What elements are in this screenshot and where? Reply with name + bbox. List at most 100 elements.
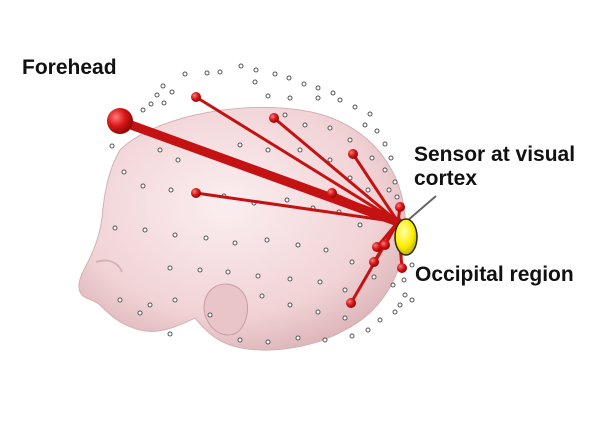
optode-dot xyxy=(225,269,231,275)
optode-dot xyxy=(287,95,293,101)
optode-dot xyxy=(327,125,333,131)
optode-dot xyxy=(147,302,153,308)
optode-dot xyxy=(169,89,175,95)
channel-node xyxy=(191,188,201,198)
optode-dot xyxy=(392,309,398,315)
optode-dot xyxy=(287,276,293,282)
connection-line xyxy=(331,191,399,224)
channel-node xyxy=(369,257,379,267)
optode-dot xyxy=(365,187,371,193)
channel-nodes xyxy=(191,92,407,308)
optode-dot xyxy=(409,262,415,268)
optode-dot xyxy=(386,187,392,193)
head-shape xyxy=(78,106,407,351)
optode-dot xyxy=(157,147,163,153)
optode-dot xyxy=(172,232,178,238)
optode-dot xyxy=(390,282,396,288)
optode-dot xyxy=(284,197,290,203)
connection-line xyxy=(195,191,399,224)
optode-dot xyxy=(392,179,398,185)
optode-dot xyxy=(397,302,403,308)
optode-dot xyxy=(204,70,210,76)
optode-dot xyxy=(197,267,203,273)
optode-dot xyxy=(148,101,154,107)
optode-dot xyxy=(322,337,328,343)
optode-dot xyxy=(323,247,329,253)
optode-dot xyxy=(175,157,181,163)
optode-dot xyxy=(259,293,265,299)
channel-node xyxy=(372,242,382,252)
optode-dot xyxy=(272,71,278,77)
optode-dot xyxy=(207,312,213,318)
optode-dot xyxy=(347,137,353,143)
optode-dot xyxy=(238,63,244,69)
channel-node xyxy=(395,202,405,212)
optode-dot xyxy=(388,155,394,161)
sensor-label: Sensor at visual cortex xyxy=(414,143,576,190)
connection-line xyxy=(195,95,399,224)
channel-node xyxy=(346,298,356,308)
optode-dot xyxy=(140,183,146,189)
optode-dot xyxy=(295,242,301,248)
optode-dot xyxy=(203,235,209,241)
connection-line xyxy=(351,153,400,223)
optode-dot xyxy=(362,122,368,128)
channel-node xyxy=(380,240,390,250)
optode-dot xyxy=(265,339,271,345)
optode-dot xyxy=(301,81,307,87)
optode-dot xyxy=(315,95,321,101)
optode-dot xyxy=(402,292,408,298)
forehead-label: Forehead xyxy=(22,56,117,79)
optode-dot xyxy=(167,331,173,337)
optode-dot xyxy=(352,104,358,110)
optode-dot xyxy=(117,297,123,303)
eye-shading xyxy=(95,259,123,273)
optode-dot xyxy=(330,90,336,96)
optode-dot xyxy=(140,107,146,113)
optode-dot xyxy=(232,240,238,246)
optode-dot xyxy=(142,227,148,233)
optode-dot xyxy=(367,111,373,117)
optode-dot xyxy=(252,79,258,85)
optode-dot xyxy=(167,265,173,271)
optode-dot xyxy=(160,83,166,89)
ear-shape xyxy=(203,283,248,336)
optode-dot xyxy=(112,225,118,231)
optode-dot xyxy=(374,128,380,134)
optode-dots xyxy=(109,63,415,345)
optode-dot xyxy=(302,122,308,128)
optode-dot xyxy=(287,302,293,308)
optode-dot xyxy=(265,93,271,99)
optode-dot xyxy=(172,297,178,303)
optode-dot xyxy=(342,315,348,321)
optode-dot xyxy=(217,69,223,75)
sensor-pointer-line xyxy=(406,195,437,222)
optode-dot xyxy=(315,309,321,315)
forehead-node xyxy=(107,108,133,134)
optode-dot xyxy=(365,327,371,333)
optode-dot xyxy=(168,187,174,193)
optode-dot xyxy=(161,100,167,106)
optode-dot xyxy=(317,279,323,285)
optode-dot xyxy=(282,112,288,118)
optode-dot xyxy=(137,310,143,316)
optode-dot xyxy=(409,297,415,303)
sensor-icon xyxy=(394,218,418,256)
optode-dot xyxy=(327,157,333,163)
optode-dot xyxy=(342,287,348,293)
channel-node xyxy=(269,113,279,123)
optode-dot xyxy=(382,141,388,147)
optode-dot xyxy=(371,274,377,280)
optode-dot xyxy=(255,273,261,279)
optode-dot xyxy=(295,335,301,341)
channel-node xyxy=(397,263,407,273)
channel-node xyxy=(191,92,201,102)
occipital-label: Occipital region xyxy=(415,263,574,286)
optode-dot xyxy=(315,85,321,91)
optode-dot xyxy=(253,67,259,73)
optode-dot xyxy=(349,259,355,265)
optode-dot xyxy=(265,147,271,153)
optode-dot xyxy=(109,143,115,149)
